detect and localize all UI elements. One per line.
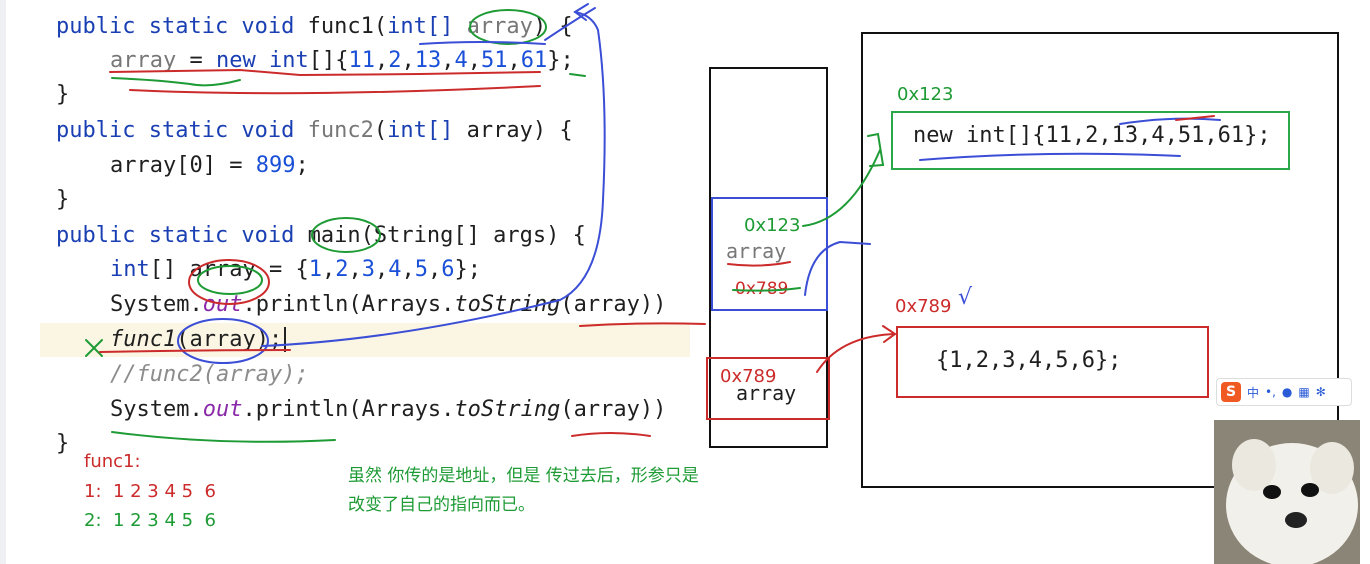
stack-var-top: array xyxy=(726,239,787,263)
circle-main xyxy=(311,217,381,253)
number: 51 xyxy=(480,48,508,73)
keyword: public static void xyxy=(56,14,308,39)
heap-object-original xyxy=(896,326,1209,398)
keyword: int xyxy=(110,257,150,282)
code-text: .println(Arrays. xyxy=(242,292,455,317)
method-call: func1 xyxy=(110,327,177,352)
static-field: out xyxy=(202,397,243,422)
number: 2 xyxy=(388,48,402,73)
webcam-overlay xyxy=(1214,420,1360,564)
number: 6 xyxy=(441,257,455,282)
circle-func1-param xyxy=(469,9,547,45)
circle-main-array xyxy=(188,259,270,305)
number: 11 xyxy=(348,48,375,73)
editor-gutter xyxy=(0,0,6,564)
code-line-3: } xyxy=(56,82,70,107)
heap-addr-2: 0x789 xyxy=(895,296,952,317)
number: 4 xyxy=(454,48,468,73)
method-name: func2 xyxy=(307,118,374,143)
number: 899 xyxy=(255,153,296,178)
param: array xyxy=(110,48,177,73)
stack-var-bottom: array xyxy=(736,381,797,405)
code-text: }; xyxy=(547,48,574,73)
keyboard-icon[interactable]: ▦ xyxy=(1298,385,1310,399)
heap-object-new xyxy=(891,111,1290,170)
explanation-line-2: 改变了自己的指向而已。 xyxy=(348,495,535,515)
func1-frame xyxy=(711,197,828,311)
keyword: new int xyxy=(215,48,309,73)
code-line-13: } xyxy=(56,431,70,456)
param: array xyxy=(466,118,533,143)
code-line-12: System.out.println(Arrays.toString(array… xyxy=(110,393,666,427)
code-text: = xyxy=(176,48,216,73)
code-line-4: public static void func2(int[] array) { xyxy=(56,114,573,148)
code-line-11: //func2(array); xyxy=(110,362,309,387)
code-line-2: array = new int[]{11,2,13,4,51,61}; xyxy=(110,48,574,73)
static-method: toString xyxy=(454,397,561,422)
code-text: (array)) xyxy=(560,397,667,422)
code-line-10[interactable]: func1(array); xyxy=(110,323,287,357)
code-text: System. xyxy=(110,292,203,317)
code-text: (String[] args) { xyxy=(360,223,586,248)
code-line-5: array[0] = 899; xyxy=(110,149,309,183)
code-text: ( xyxy=(373,14,388,39)
plush-toy-image xyxy=(1214,420,1360,564)
output-title: func1: xyxy=(84,451,141,472)
method-name: func1 xyxy=(307,14,374,39)
output-row-1: 1: 1 2 3 4 5 6 xyxy=(84,481,217,502)
ime-punctuation[interactable]: •, xyxy=(1265,385,1276,399)
code-line-9: System.out.println(Arrays.toString(array… xyxy=(110,288,666,322)
type: int[] xyxy=(387,118,467,143)
heap-addr-1: 0x123 xyxy=(897,84,954,105)
check-mark: √ xyxy=(958,285,973,310)
number: 4 xyxy=(388,257,402,282)
code-text: System. xyxy=(110,397,203,422)
stack-addr-top: 0x123 xyxy=(744,215,801,236)
number: 61 xyxy=(520,48,548,73)
microphone-icon[interactable]: ● xyxy=(1281,385,1293,399)
number: 3 xyxy=(361,257,375,282)
code-text: ) { xyxy=(532,118,573,143)
main-frame xyxy=(706,357,830,420)
code-line-7: public static void main(String[] args) { xyxy=(56,219,586,253)
type: int[] xyxy=(387,14,467,39)
code-text: ; xyxy=(295,153,309,178)
explanation-line-1: 虽然 你传的是地址，但是 传过去后，形参只是 xyxy=(348,466,699,486)
code-line-6: } xyxy=(56,187,70,212)
heap-obj-1: new int[]{11,2,13,4,51,61}; xyxy=(913,123,1271,148)
code-text: .println(Arrays. xyxy=(242,397,455,422)
keyword: public static void xyxy=(56,223,308,248)
ime-language[interactable]: 中 xyxy=(1247,385,1260,400)
keyword: public static void xyxy=(56,118,308,143)
heap-area xyxy=(861,32,1339,488)
settings-icon[interactable]: ✻ xyxy=(1315,385,1326,399)
stack-addr-bottom: 0x789 xyxy=(720,366,777,387)
code-text: []{ xyxy=(308,48,349,73)
pass-arrow xyxy=(261,11,606,347)
output-row-2: 2: 1 2 3 4 5 6 xyxy=(84,510,217,531)
param: array xyxy=(466,14,533,39)
number: 1 xyxy=(308,257,322,282)
arrow-to-original-array xyxy=(816,333,896,373)
code-text: (array)) xyxy=(560,292,667,317)
code-line-1: public static void func1(int[] array) { xyxy=(56,10,573,44)
code-text: ( xyxy=(373,118,388,143)
number: 2 xyxy=(335,257,349,282)
code-text: }; xyxy=(454,257,481,282)
ime-logo-icon: S xyxy=(1221,382,1241,402)
code-text: array[0] = xyxy=(110,153,256,178)
number: 5 xyxy=(414,257,428,282)
stack-addr-crossed: 0x789 xyxy=(735,279,789,299)
heap-obj-2: {1,2,3,4,5,6}; xyxy=(936,348,1122,373)
arrow-to-new-array xyxy=(802,149,881,227)
circle-func1-arg xyxy=(177,318,269,364)
number: 13 xyxy=(414,48,442,73)
ime-toolbar[interactable]: S 中 •, ● ▦ ✻ xyxy=(1216,378,1352,406)
